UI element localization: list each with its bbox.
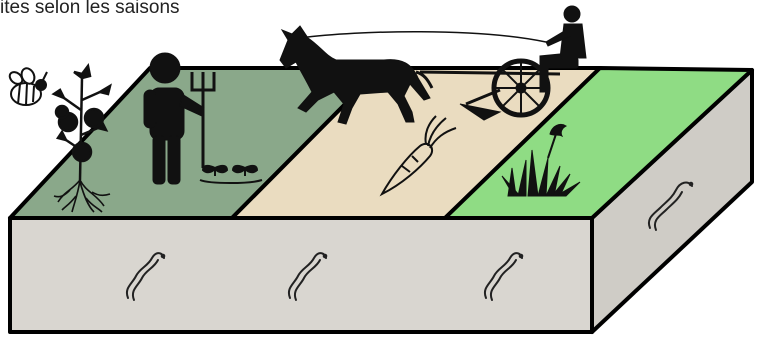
farmer-with-fork-icon [144,53,214,184]
bee-icon [7,66,47,105]
soil-front-face [10,218,592,332]
reins-line [300,32,546,42]
